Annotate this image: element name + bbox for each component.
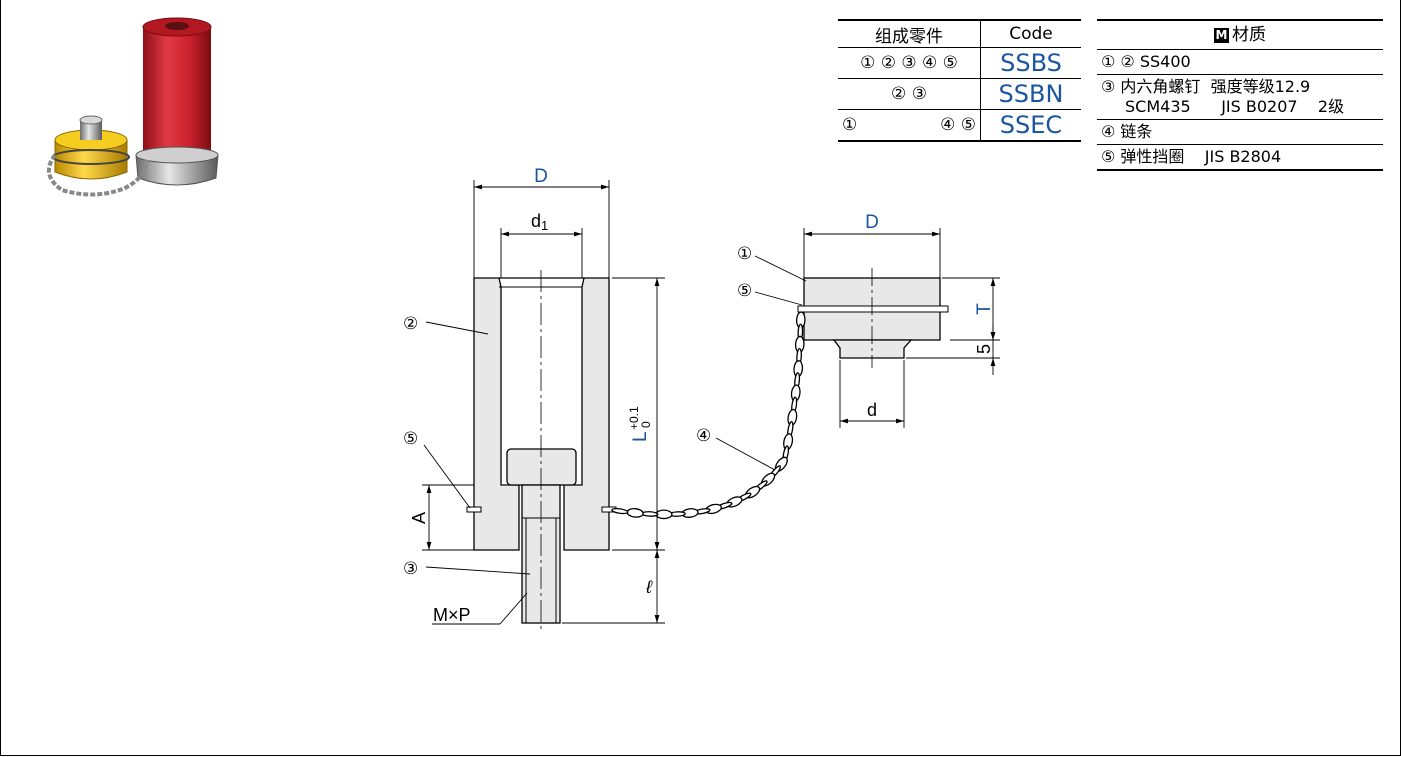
code-table: 组成零件 Code ① ② ③ ④ ⑤ SSBS ② ③ SSBN ① ④ ⑤ … xyxy=(838,19,1081,142)
callout-5-body: ⑤ xyxy=(403,429,418,449)
dim-label-l: ℓ xyxy=(645,577,653,597)
material-line: ③ 内六角螺钉 强度等级12.9 xyxy=(1101,77,1311,96)
dim-label-d: d xyxy=(867,400,877,420)
dim-label-D-body: D xyxy=(534,166,548,187)
parts-cell: ② ③ xyxy=(838,78,981,110)
dim-label-5: 5 xyxy=(974,344,994,354)
code-cell: SSBS xyxy=(980,47,1081,79)
chain-link xyxy=(611,507,629,515)
callout-1: ① xyxy=(737,244,752,264)
dim-label-d1: d1 xyxy=(531,211,548,233)
dim-L-tol-plus: +0.1 xyxy=(627,406,641,430)
code-table-header-code: Code xyxy=(980,19,1081,48)
callout-4: ④ xyxy=(696,426,711,446)
parts-cell: ① ④ ⑤ xyxy=(838,109,981,142)
code-table-row: ② ③ SSBN xyxy=(838,78,1081,110)
material-text: ⑤ 弹性挡圈 JIS B2804 xyxy=(1097,144,1383,171)
material-row: ⑤ 弹性挡圈 JIS B2804 xyxy=(1097,144,1383,171)
dim-L-tol-zero: 0 xyxy=(639,421,653,428)
code-table-row: ① ② ③ ④ ⑤ SSBS xyxy=(838,47,1081,79)
material-badge: M xyxy=(1214,28,1229,43)
parts-left: ① xyxy=(842,115,858,135)
dim-label-D-cap: D xyxy=(865,212,879,233)
dim-label-L: L +0.1 0 xyxy=(627,406,653,442)
material-row: ③ 内六角螺钉 强度等级12.9 SCM435 JIS B0207 2级 xyxy=(1097,74,1383,120)
cap-part xyxy=(797,268,949,368)
material-title: 材质 xyxy=(1232,25,1266,45)
material-line: SCM435 JIS B0207 2级 xyxy=(1125,97,1345,116)
thread-label: M×P xyxy=(433,605,471,625)
code-cell: SSEC xyxy=(980,109,1081,142)
code-cell: SSBN xyxy=(980,78,1081,110)
material-text: ④ 链条 xyxy=(1097,119,1383,145)
chain-link xyxy=(641,511,659,517)
material-row: ① ② SS400 xyxy=(1097,49,1383,75)
callout-2: ② xyxy=(403,314,418,334)
callout-3: ③ xyxy=(403,559,418,579)
product-photo xyxy=(46,17,219,197)
material-row: ④ 链条 xyxy=(1097,119,1383,145)
dim-label-T: T xyxy=(974,303,995,315)
parts-right: ④ ⑤ xyxy=(940,115,976,135)
dim-label-A: A xyxy=(409,512,429,524)
code-table-row: ① ④ ⑤ SSEC xyxy=(838,109,1081,142)
material-text: ③ 内六角螺钉 强度等级12.9 SCM435 JIS B0207 2级 xyxy=(1097,74,1383,120)
dimensions xyxy=(422,180,1000,625)
code-table-header-parts: 组成零件 xyxy=(838,19,981,48)
dim-L-letter: L xyxy=(630,431,651,442)
callout-5-cap: ⑤ xyxy=(737,281,752,301)
chain-part xyxy=(611,311,806,520)
chain-link xyxy=(626,507,644,518)
parts-cell: ① ② ③ ④ ⑤ xyxy=(838,47,981,79)
material-text: ① ② SS400 xyxy=(1097,49,1383,75)
